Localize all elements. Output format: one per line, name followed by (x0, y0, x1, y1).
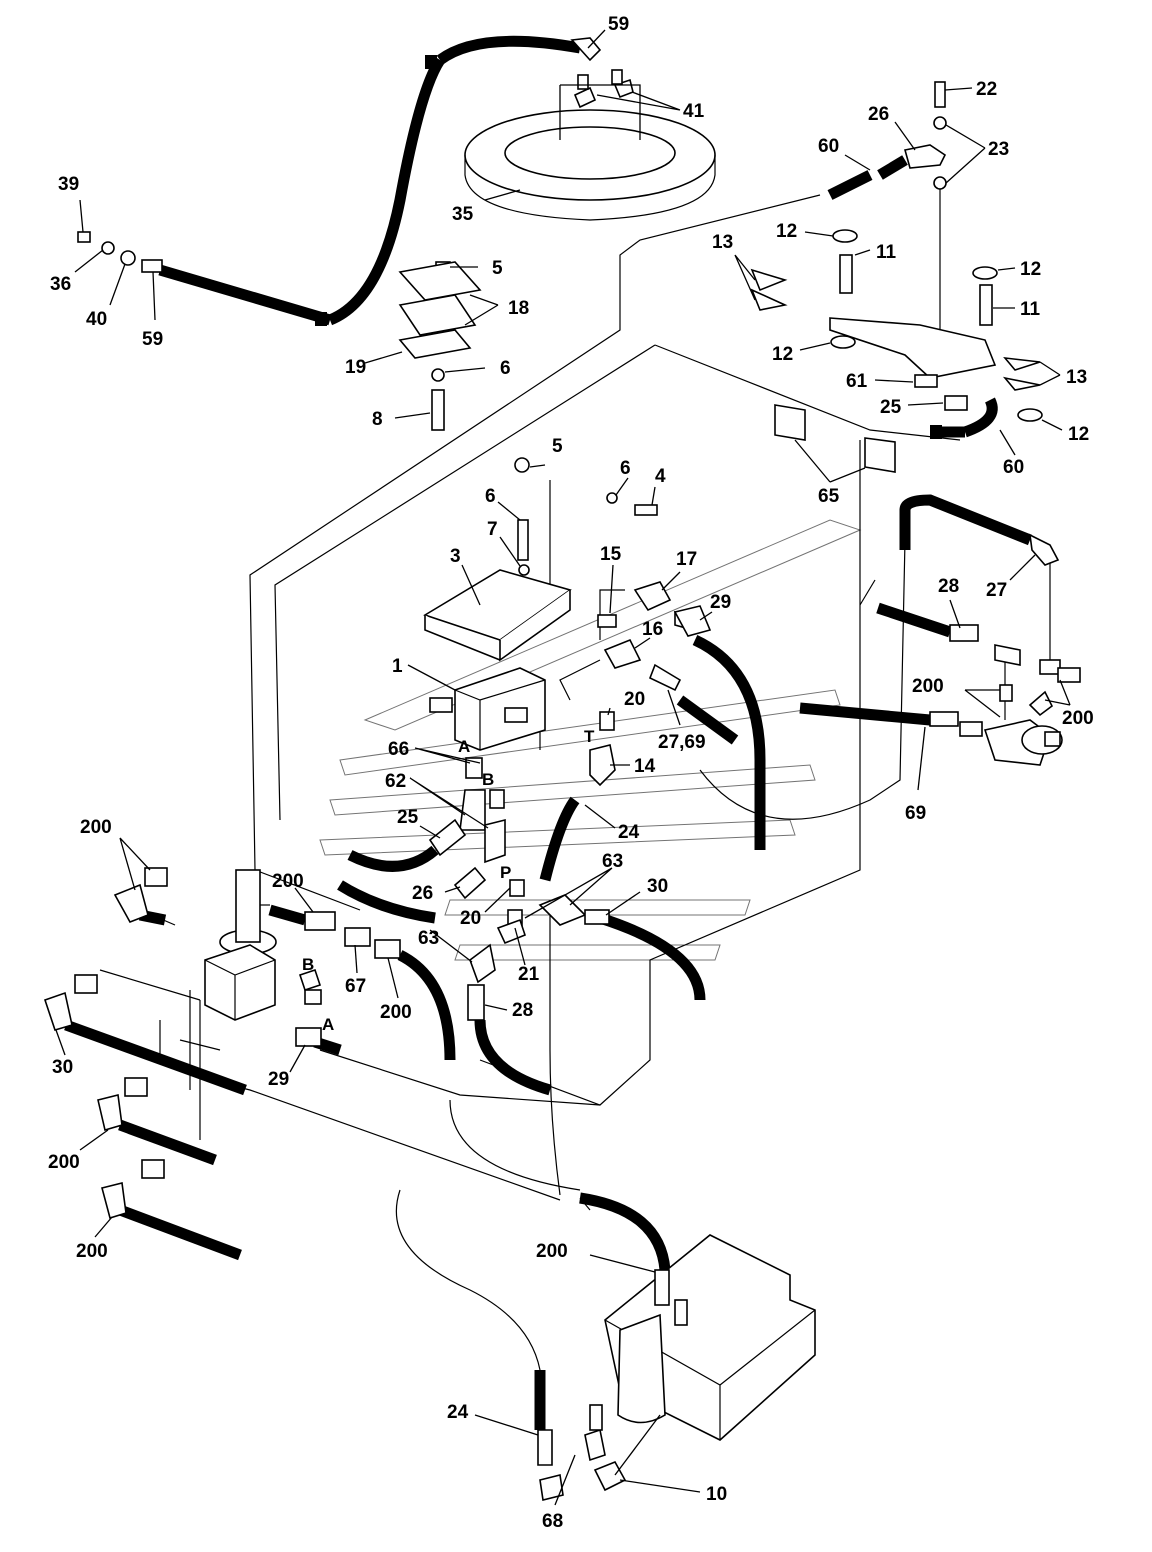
callout-27-69: 27,69 (658, 732, 706, 753)
callout-18: 18 (508, 298, 529, 319)
callout-41: 41 (683, 101, 705, 122)
callout-21: 21 (518, 964, 540, 985)
port-label-a: A (458, 737, 470, 756)
callout-200: 200 (272, 871, 304, 892)
callout-25: 25 (880, 397, 902, 418)
callout-5: 5 (552, 436, 563, 457)
callout-17: 17 (676, 549, 697, 570)
hoses (64, 35, 1033, 1430)
callout-16: 16 (642, 619, 663, 640)
callout-25: 25 (397, 807, 419, 828)
callout-67: 67 (345, 976, 366, 997)
callout-61: 61 (846, 371, 868, 392)
callout-8: 8 (372, 409, 383, 430)
port-labels: A B T P B A (302, 727, 595, 1034)
callout-200: 200 (48, 1152, 80, 1173)
callout-1: 1 (392, 656, 403, 677)
callout-6: 6 (620, 458, 631, 479)
callout-200: 200 (76, 1241, 108, 1262)
callout-30: 30 (647, 876, 668, 897)
callout-66: 66 (388, 739, 409, 760)
callout-15: 15 (600, 544, 622, 565)
callout-12: 12 (1068, 424, 1089, 445)
callout-labels: 59 41 22 26 23 60 39 35 36 40 59 5 18 19… (48, 14, 1094, 1532)
callout-59: 59 (142, 329, 163, 350)
leader-lines (55, 29, 1071, 1506)
port-label-a: A (322, 1015, 334, 1034)
callout-60: 60 (1003, 457, 1024, 478)
callout-39: 39 (58, 174, 79, 195)
callout-28: 28 (938, 576, 959, 597)
callout-22: 22 (976, 79, 997, 100)
callout-20: 20 (624, 689, 645, 710)
callout-63: 63 (418, 928, 439, 949)
callout-200: 200 (1062, 708, 1094, 729)
callout-5: 5 (492, 258, 503, 279)
callout-6: 6 (485, 486, 496, 507)
port-label-t: T (584, 727, 595, 746)
callout-12: 12 (772, 344, 793, 365)
callout-28: 28 (512, 1000, 533, 1021)
callout-24: 24 (618, 822, 640, 843)
callout-7: 7 (487, 519, 498, 540)
callout-60: 60 (818, 136, 839, 157)
parts (43, 37, 1081, 1501)
callout-19: 19 (345, 357, 366, 378)
callout-6: 6 (500, 358, 511, 379)
callout-3: 3 (450, 546, 461, 567)
callout-13: 13 (712, 232, 733, 253)
callout-200: 200 (380, 1002, 412, 1023)
callout-30: 30 (52, 1057, 73, 1078)
callout-4: 4 (655, 466, 666, 487)
port-label-b: B (302, 955, 314, 974)
callout-23: 23 (988, 139, 1009, 160)
callout-40: 40 (86, 309, 107, 330)
callout-63: 63 (602, 851, 623, 872)
callout-20: 20 (460, 908, 481, 929)
callout-200: 200 (912, 676, 944, 697)
port-label-p: P (500, 863, 511, 882)
callout-26: 26 (412, 883, 433, 904)
callout-24: 24 (447, 1402, 469, 1423)
callout-26: 26 (868, 104, 889, 125)
callout-12: 12 (776, 221, 797, 242)
callout-68: 68 (542, 1511, 563, 1532)
callout-11: 11 (1020, 299, 1041, 320)
route-outlines (99, 180, 1051, 1371)
callout-65: 65 (818, 486, 840, 507)
callout-29: 29 (710, 592, 731, 613)
callout-35: 35 (452, 204, 474, 225)
callout-59: 59 (608, 14, 629, 35)
callout-36: 36 (50, 274, 71, 295)
callout-12: 12 (1020, 259, 1041, 280)
callout-200: 200 (80, 817, 112, 838)
port-label-b: B (482, 770, 494, 789)
callout-200: 200 (536, 1241, 568, 1262)
callout-62: 62 (385, 771, 406, 792)
callout-69: 69 (905, 803, 926, 824)
callout-10: 10 (706, 1484, 727, 1505)
callout-11: 11 (876, 242, 897, 263)
callout-14: 14 (634, 756, 656, 777)
callout-27: 27 (986, 580, 1007, 601)
callout-13: 13 (1066, 367, 1087, 388)
callout-29: 29 (268, 1069, 289, 1090)
